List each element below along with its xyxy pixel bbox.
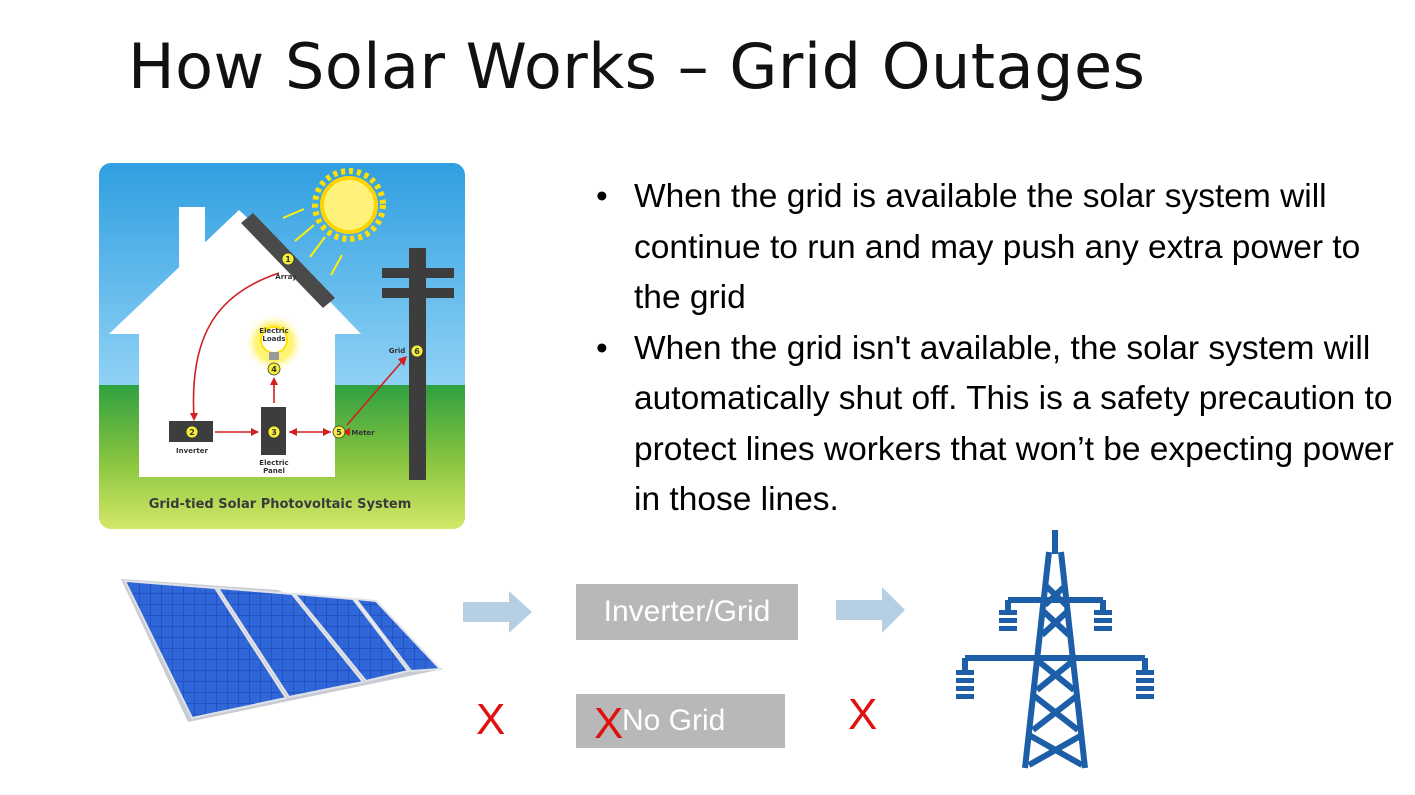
marker-4: 4 (271, 365, 277, 374)
arrow-right-icon (836, 587, 906, 638)
sun-icon (312, 168, 386, 242)
label-grid: Grid (389, 347, 406, 355)
slide-title: How Solar Works – Grid Outages (128, 30, 1146, 103)
label-array: Array (275, 273, 297, 281)
label-inverter: Inverter (176, 447, 208, 455)
label-electric-panel-2: Panel (263, 467, 285, 475)
utility-pole-icon (382, 248, 454, 480)
bullet-list: When the grid is available the solar sys… (596, 172, 1411, 526)
inverter-grid-box: Inverter/Grid (576, 584, 798, 640)
marker-2: 2 (189, 428, 195, 437)
arrow-right-icon (463, 591, 533, 638)
no-grid-box: No Grid (576, 694, 785, 748)
label-electric-loads-1: Electric (259, 327, 288, 335)
bullet-grid-unavailable: When the grid isn't available, the solar… (596, 324, 1411, 526)
x-mark-3: X (848, 690, 878, 739)
marker-6: 6 (414, 347, 420, 356)
label-electric-loads-2: Loads (262, 335, 285, 343)
solar-system-diagram: 1 2 3 4 5 6 Array Electric Loads Grid In… (99, 163, 465, 529)
label-electric-panel-1: Electric (259, 459, 288, 467)
marker-5: 5 (336, 428, 342, 437)
marker-3: 3 (271, 428, 277, 437)
x-mark-2: X (594, 699, 624, 748)
bullet-grid-available: When the grid is available the solar sys… (596, 172, 1411, 324)
label-meter: Meter (351, 429, 375, 437)
diagram-caption: Grid-tied Solar Photovoltaic System (149, 497, 412, 512)
x-mark-1: X (476, 695, 506, 744)
solar-panel-icon (118, 572, 448, 732)
marker-1: 1 (285, 255, 291, 264)
transmission-tower-icon (953, 530, 1163, 775)
